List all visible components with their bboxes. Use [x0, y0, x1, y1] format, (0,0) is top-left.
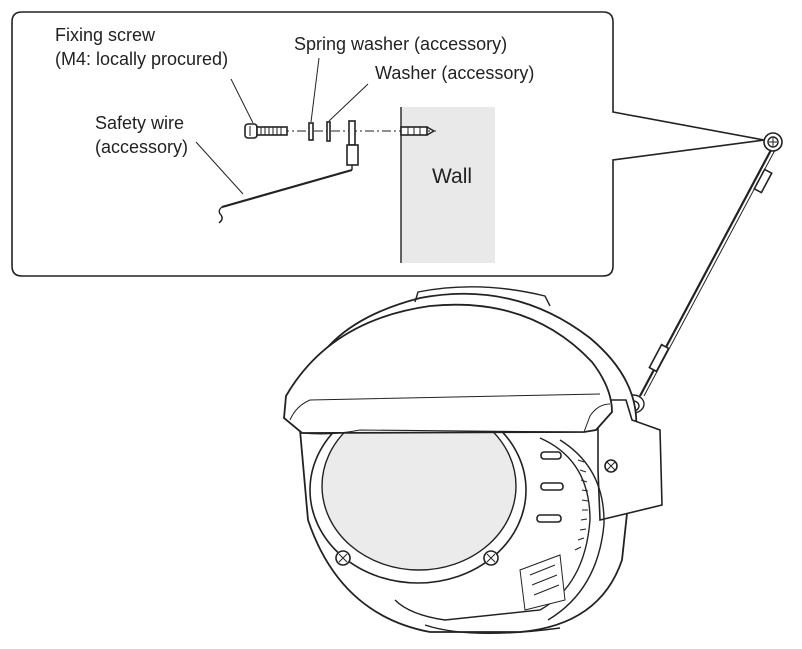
label-safety-wire-line2: (accessory) [95, 137, 188, 157]
wire-terminal-icon [346, 120, 359, 170]
callout-frame [11, 11, 765, 277]
camera-safety-wire [621, 132, 783, 414]
tilt-scale [519, 459, 589, 611]
leader-lines [195, 57, 369, 195]
wall-anchor-icon [400, 126, 436, 136]
dome-screw-left-icon [335, 550, 351, 566]
spring-washer-icon [308, 122, 314, 141]
rim-slots [536, 451, 564, 523]
wire-crimp-upper [753, 168, 773, 194]
label-washer: Washer (accessory) [375, 63, 534, 83]
camera-rim [394, 437, 591, 621]
fixing-screw-icon [244, 123, 288, 139]
dome-screw-right-icon [483, 550, 499, 566]
label-wall: Wall [432, 165, 472, 188]
sun-shield [283, 303, 613, 434]
label-fixing-screw-line1: Fixing screw [55, 25, 156, 45]
label-fixing-screw-line2: (M4: locally procured) [55, 49, 228, 69]
dome-cover-icon [309, 396, 527, 584]
wire-screw-head-icon [763, 132, 783, 152]
safety-wire-icon [218, 168, 353, 224]
wire-crimp-lower [648, 343, 670, 373]
mount-bracket [597, 399, 663, 522]
label-safety-wire-line1: Safety wire [95, 113, 184, 133]
detail-callout: Fixing screw (M4: locally procured) Spri… [11, 11, 765, 277]
dome-camera [283, 286, 663, 635]
bracket-screw-icon [604, 459, 618, 473]
washer-icon [326, 121, 331, 142]
label-spring-washer: Spring washer (accessory) [294, 34, 507, 54]
